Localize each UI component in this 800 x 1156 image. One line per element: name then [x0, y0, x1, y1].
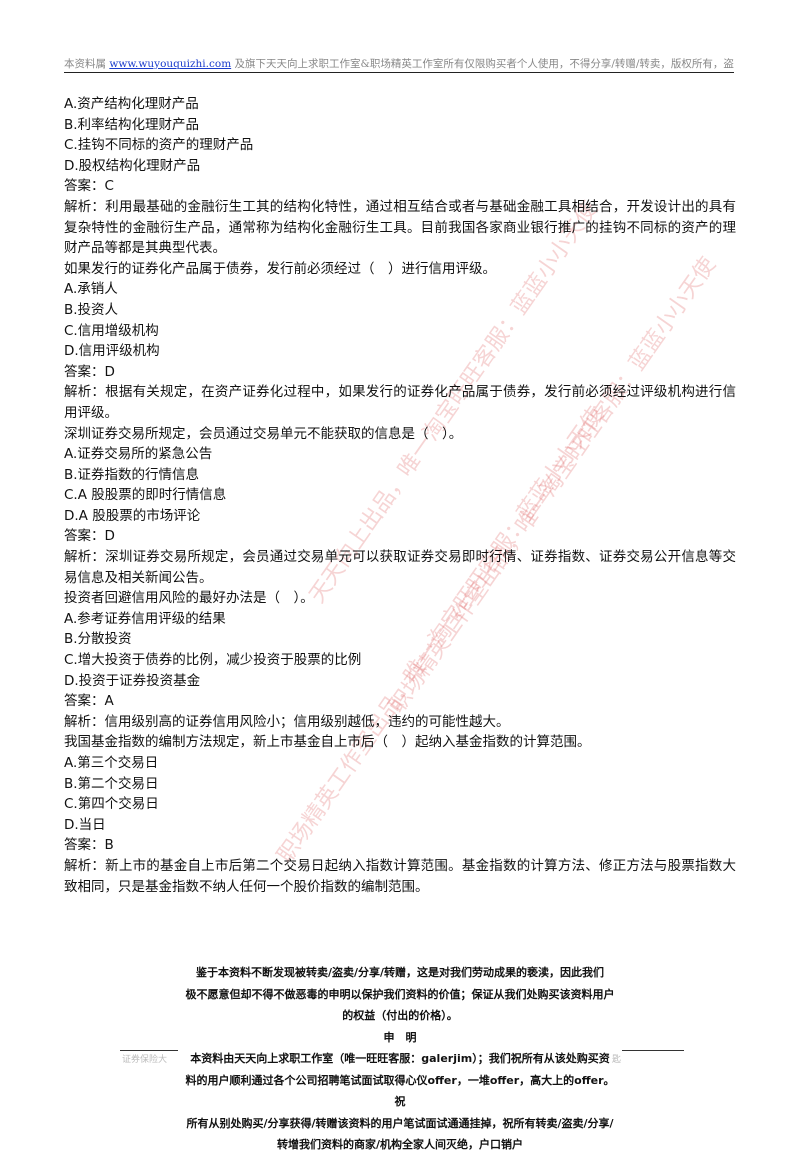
- analysis: 解析：信用级别高的证券信用风险小；信用级别越低，违约的可能性越大。: [64, 713, 510, 730]
- notice-title: 申 明: [383, 1030, 417, 1044]
- answer: 答案：D: [64, 528, 115, 545]
- analysis: 解析：深圳证券交易所规定，会员通过交易单元可以获取证券交易即时行情、证券指数、证…: [64, 549, 736, 586]
- notice-line: 本资料由天天向上求职工作室（唯一旺旺客服：galerjim）；我们祝所有从该处购…: [190, 1052, 610, 1065]
- header-prefix: 本资料属: [64, 58, 106, 70]
- option-a: A.参考证券信用评级的结果: [64, 610, 226, 627]
- footer-left-text: 证券保险大: [122, 1055, 168, 1065]
- option-c: C.第四个交易日: [64, 796, 159, 813]
- option-b: B.第二个交易日: [64, 775, 159, 792]
- option-b: B.利率结构化理财产品: [64, 116, 200, 133]
- question-stem: 投资者回避信用风险的最好办法是（ ）。: [64, 590, 314, 607]
- answer: 答案：A: [64, 693, 114, 710]
- option-a: A.证券交易所的紧急公告: [64, 446, 213, 463]
- option-c: C.挂钩不同标的资产的理财产品: [64, 137, 254, 154]
- option-a: A.第三个交易日: [64, 755, 159, 771]
- notice-line: 料的用户顺利通过各个公司招聘笔试面试取得心仪offer，一堆offer，高大上的…: [185, 1073, 615, 1109]
- option-d: D.当日: [64, 816, 106, 833]
- option-a: A.资产结构化理财产品: [64, 96, 199, 112]
- answer: 答案：C: [64, 178, 114, 195]
- notice-line: 所有从别处购买/分享获得/转赠该资料的用户笔试面试通通挂掉，祝所有转卖/盗卖/分…: [186, 1116, 614, 1130]
- analysis: 解析：利用最基础的金融衍生工其的结构化特性，通过相互结合或者与基础金融工具相结合…: [64, 198, 736, 257]
- notice-line: 极不愿意但却不得不做恶毒的申明以保护我们资料的价值；保证从我们处购买该资料用户: [185, 987, 615, 1001]
- footer-divider-left: [120, 1050, 178, 1051]
- option-c: C.信用增级机构: [64, 322, 159, 339]
- option-c: C.A 股股票的即时行情信息: [64, 487, 227, 504]
- option-c: C.增大投资于债券的比例，减少投资于股票的比例: [64, 652, 362, 669]
- question-stem: 我国基金指数的编制方法规定，新上市基金自上市后（ ）起纳入基金指数的计算范围。: [64, 734, 591, 751]
- analysis: 解析：根据有关规定，在资产证券化过程中，如果发行的证券化产品属于债券，发行前必须…: [64, 384, 736, 421]
- header-divider: [64, 72, 734, 73]
- option-a: A.承销人: [64, 281, 118, 298]
- option-d: D.A 股股票的市场评论: [64, 507, 201, 524]
- analysis: 解析：新上市的基金自上市后第二个交易日起纳入指数计算范围。基金指数的计算方法、修…: [64, 857, 736, 895]
- option-b: B.分散投资: [64, 631, 132, 648]
- option-b: B.证券指数的行情信息: [64, 466, 200, 483]
- notice-line: 鉴于本资料不断发现被转卖/盗卖/分享/转赠，这是对我们劳动成果的亵渎，因此我们: [195, 966, 605, 979]
- option-d: D.股权结构化理财产品: [64, 157, 201, 174]
- footer-right-text: 匙: [612, 1055, 622, 1065]
- notice-line: 转增我们资料的商家/机构全家人间灭绝，户口销户: [276, 1138, 524, 1151]
- answer: 答案：D: [64, 363, 115, 380]
- document-body: A.资产结构化理财产品 B.利率结构化理财产品 C.挂钩不同标的资产的理财产品 …: [64, 94, 736, 897]
- page-header: 本资料属 www.wuyouquizhi.com 及旗下天天向上求职工作室&职场…: [64, 56, 734, 72]
- option-b: B.投资人: [64, 301, 119, 318]
- option-d: D.信用评级机构: [64, 343, 160, 360]
- option-d: D.投资于证券投资基金: [64, 672, 201, 689]
- header-suffix: 及旗下天天向上求职工作室&职场精英工作室所有仅限购买者个人使用，不得分享/转赠/…: [234, 58, 735, 70]
- answer: 答案：B: [64, 837, 114, 854]
- question-stem: 如果发行的证券化产品属于债券，发行前必须经过（ ）进行信用评级。: [64, 260, 496, 277]
- header-site-link[interactable]: www.wuyouquizhi.com: [109, 58, 232, 70]
- footer-divider-right: [622, 1050, 684, 1051]
- question-stem: 深圳证券交易所规定，会员通过交易单元不能获取的信息是（ ）。: [64, 425, 463, 442]
- copyright-notice: 鉴于本资料不断发现被转卖/盗卖/分享/转赠，这是对我们劳动成果的亵渎，因此我们 …: [180, 962, 620, 1156]
- notice-line: 的权益（付出的价格）。: [342, 1009, 458, 1022]
